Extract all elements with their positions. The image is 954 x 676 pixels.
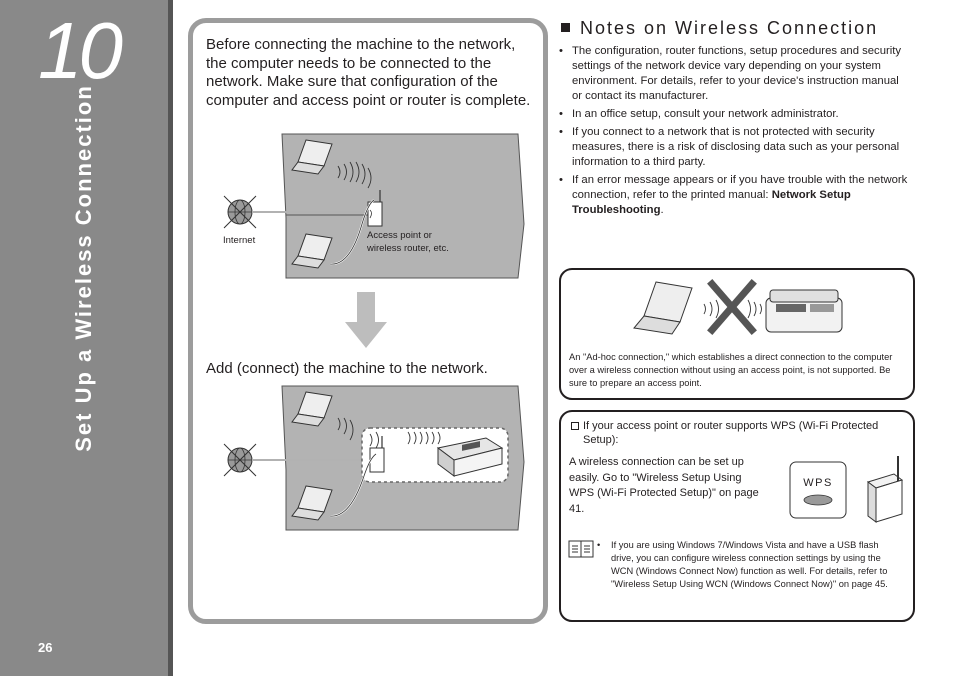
laptop-icon <box>291 485 333 521</box>
bullet: • <box>559 174 563 186</box>
page-number: 26 <box>38 640 53 655</box>
notes-heading: Notes on Wireless Connection <box>561 18 878 39</box>
laptop-icon <box>291 233 333 269</box>
adhoc-notice-box <box>559 268 915 400</box>
wps-button-panel <box>789 461 847 519</box>
adhoc-diagram <box>633 279 843 335</box>
note-text: If an error message appears or if you ha… <box>572 174 908 201</box>
printer-icon <box>765 289 843 333</box>
printer-icon <box>436 437 504 477</box>
chapter-title: Set Up a Wireless Connection <box>71 84 96 452</box>
note-text: In an office setup, consult your network… <box>572 108 839 120</box>
chapter-number: 10 <box>38 6 123 95</box>
internet-label: Internet <box>223 235 256 246</box>
router-icon <box>367 190 383 227</box>
wps-condition: If your access point or router supports … <box>571 420 901 447</box>
down-arrow-icon <box>345 292 387 348</box>
intro-text: Before connecting the machine to the net… <box>206 36 531 109</box>
add-machine-text: Add (connect) the machine to the network… <box>206 360 488 377</box>
network-diagram-after <box>223 385 525 531</box>
bullet: • <box>559 45 563 57</box>
notes-title: Notes on Wireless Connection <box>580 18 879 38</box>
globe-icon <box>223 195 257 229</box>
bullet: • <box>597 540 601 550</box>
sidebar-divider <box>168 0 173 676</box>
wps-button-icon <box>803 494 833 506</box>
cross-icon <box>707 279 757 335</box>
bullet: • <box>559 126 563 138</box>
laptop-icon <box>633 281 693 335</box>
notes-list: • The configuration, router functions, se… <box>559 44 909 221</box>
wps-info-box <box>559 410 915 622</box>
wcn-note: • If you are using Windows 7/Windows Vis… <box>597 539 901 591</box>
wps-condition-text: If your access point or router supports … <box>583 420 879 446</box>
square-bullet-icon <box>561 23 570 32</box>
router-icon <box>866 456 904 523</box>
chapter-sidebar <box>0 0 168 676</box>
laptop-icon <box>291 391 333 427</box>
list-item: • In an office setup, consult your networ… <box>559 107 909 122</box>
wps-button-label: WPS <box>803 477 833 489</box>
wps-description: A wireless connection can be set up easi… <box>569 456 759 515</box>
list-item: • The configuration, router functions, se… <box>559 44 909 104</box>
manual-reference: Network Setup Troubleshooting <box>572 189 851 216</box>
wcn-note-text: If you are using Windows 7/Windows Vista… <box>611 540 888 589</box>
laptop-icon <box>291 139 333 175</box>
list-item: • If an error message appears or if you h… <box>559 173 909 218</box>
list-item: • If you connect to a network that is not… <box>559 125 909 170</box>
house-shape <box>281 133 525 279</box>
access-point-label: Access point or wireless router, etc. <box>367 230 449 254</box>
router-icon <box>369 436 385 473</box>
wps-router-illustration: WPS <box>789 456 904 523</box>
bullet: • <box>559 108 563 120</box>
network-diagram-before <box>223 133 525 279</box>
memo-icon <box>568 540 594 558</box>
adhoc-notice-text: An "Ad-hoc connection," which establishe… <box>569 352 893 388</box>
checkbox-icon <box>571 422 579 430</box>
note-text: The configuration, router functions, set… <box>572 45 902 102</box>
note-end: . <box>660 204 664 216</box>
note-text: If you connect to a network that is not … <box>572 126 900 168</box>
globe-icon <box>223 443 257 477</box>
